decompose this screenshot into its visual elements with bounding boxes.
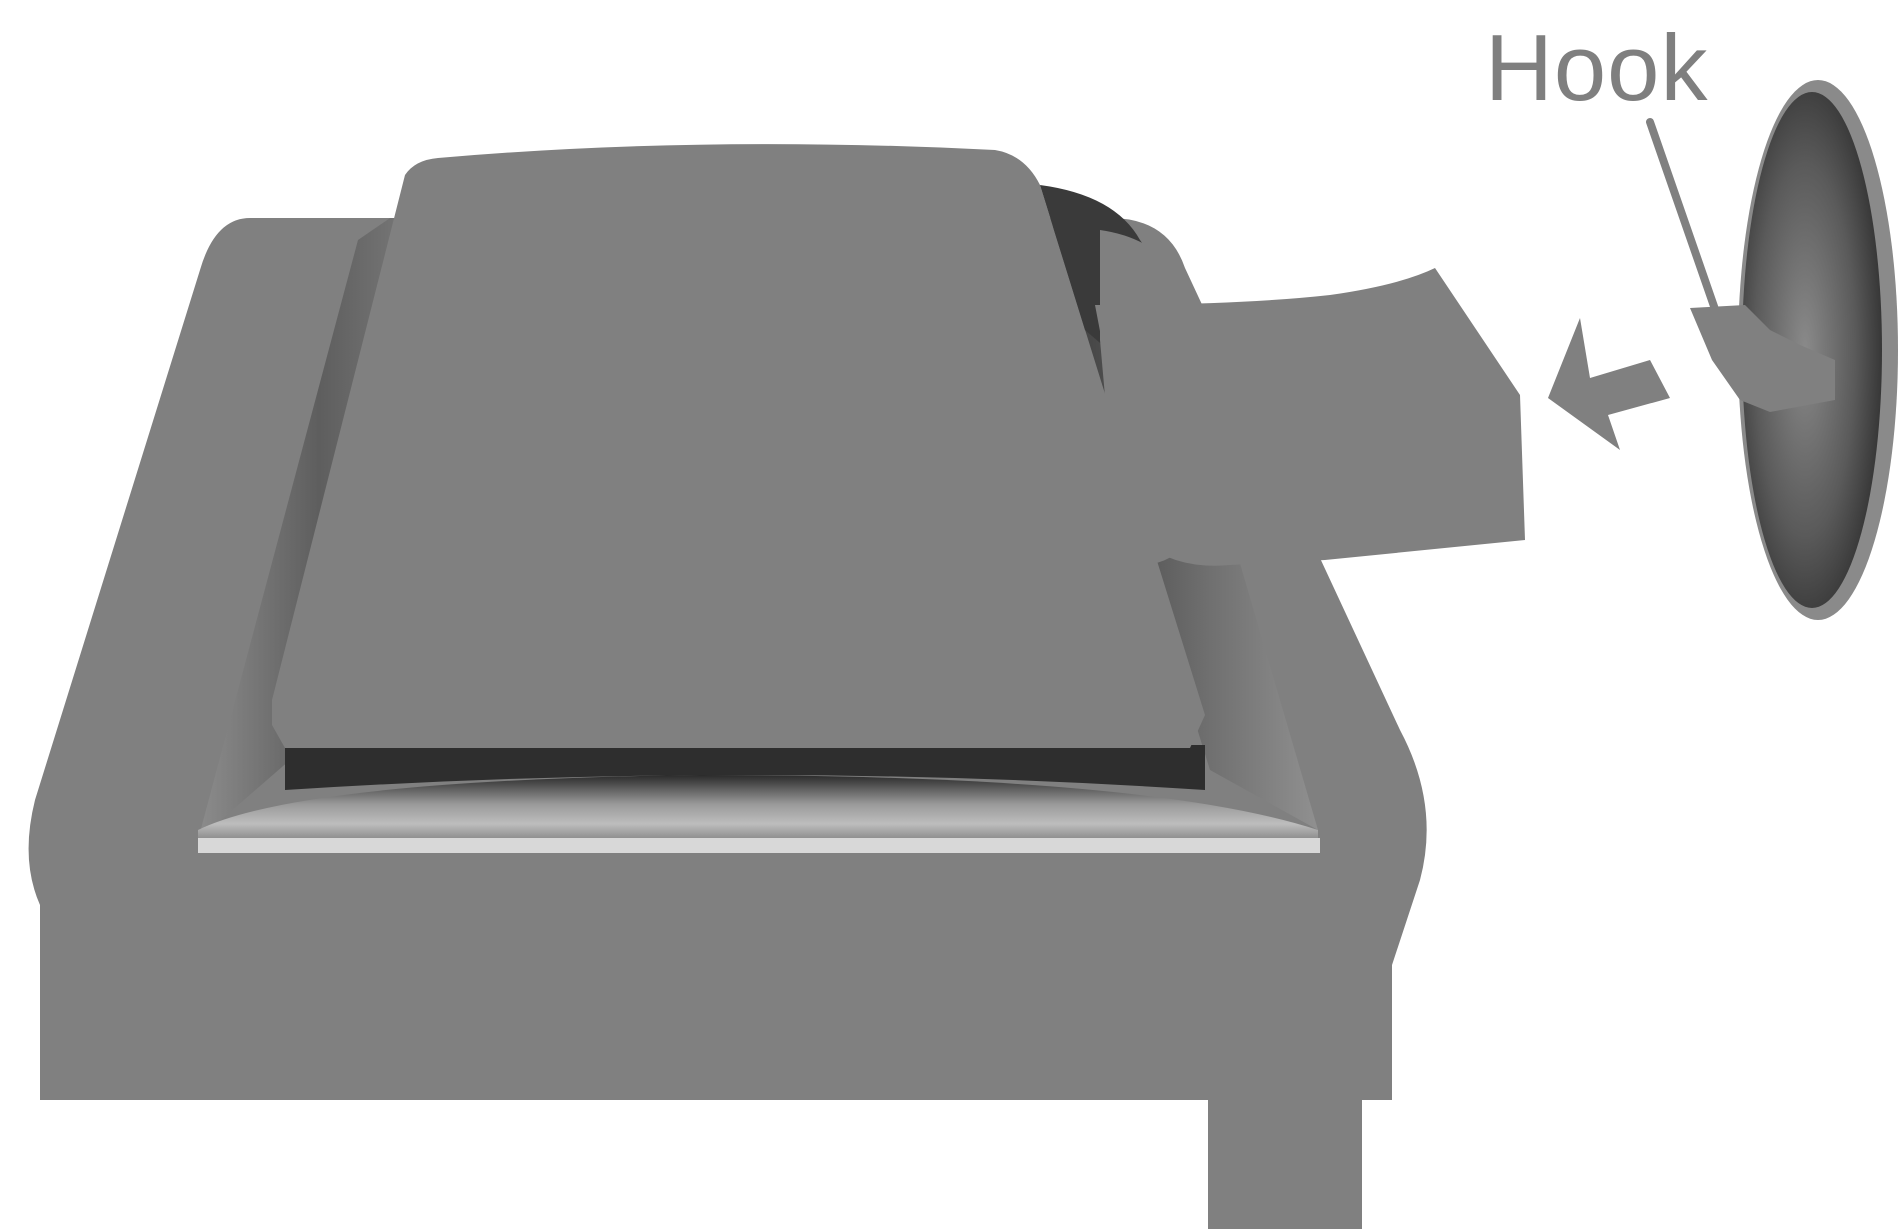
hook-label: Hook — [1485, 15, 1708, 120]
hinge-arm-body — [1095, 268, 1525, 566]
callout-leader-line — [1650, 122, 1725, 338]
monitor-back-disc — [1690, 80, 1898, 620]
recess-front-lip — [198, 838, 1320, 853]
insert-direction-arrow-icon — [1548, 318, 1670, 450]
base-front-leg — [1208, 1095, 1362, 1229]
hook-callout: Hook — [1485, 15, 1725, 338]
